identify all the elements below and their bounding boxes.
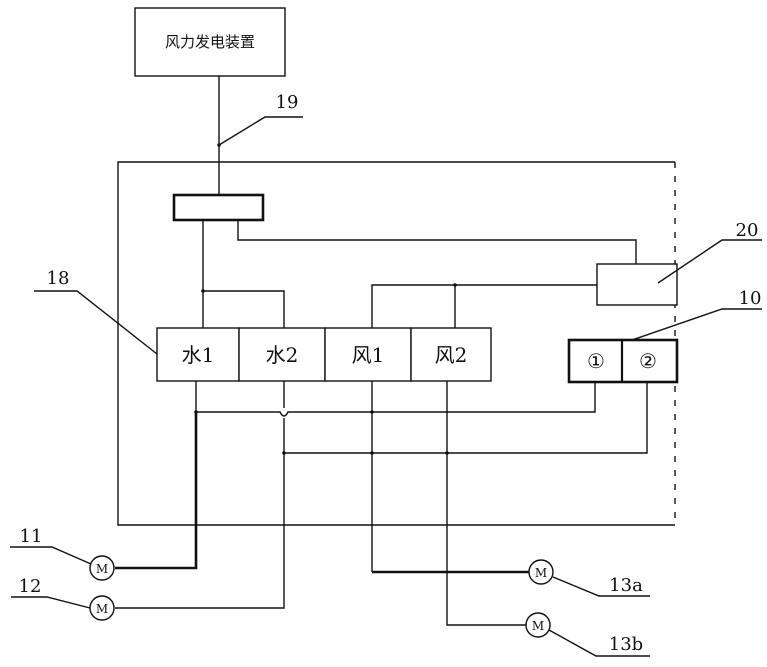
wind-2-output-line: [446, 381, 526, 626]
distribution-block: [172, 193, 265, 222]
motor-13b-symbol: M: [532, 619, 544, 633]
line-to-component-20: [237, 220, 637, 264]
callout-10-label: 10: [739, 288, 762, 309]
motor-13a-symbol: M: [535, 566, 547, 580]
component-20-box: [596, 263, 678, 306]
callout-11-label: 11: [20, 526, 43, 547]
callout-13b: 13b: [548, 629, 650, 657]
motor-13b: M: [525, 612, 551, 638]
callout-13a-label: 13a: [609, 575, 643, 596]
switch-wind-1: 风1: [324, 327, 412, 382]
controller-10: ① ②: [567, 338, 679, 384]
switch-water-1-label: 水1: [182, 343, 215, 367]
callout-13b-label: 13b: [609, 634, 643, 655]
junction-dot: [453, 283, 457, 287]
callout-19: 19: [218, 92, 303, 146]
water-split-line: [203, 290, 285, 328]
wind-power-generator-box: 风力发电装置: [134, 7, 286, 77]
callout-19-label: 19: [276, 92, 299, 113]
motor-13a: M: [528, 559, 554, 585]
controller-terminal-1: ①: [587, 349, 605, 373]
motor-12: M: [89, 595, 115, 621]
water-2-output-line: [115, 418, 285, 609]
callout-11: 11: [10, 526, 92, 565]
control-line-terminal-2: [284, 382, 648, 454]
control-cabinet-enclosure: [117, 161, 676, 526]
callout-18: 18: [34, 268, 158, 355]
switch-water-2: 水2: [238, 327, 326, 382]
control-line-terminal-1: [196, 382, 596, 417]
switch-wind-1-label: 风1: [352, 343, 385, 367]
wind-power-generator-label: 风力发电装置: [165, 33, 255, 51]
switch-wind-2: 风2: [410, 327, 492, 382]
callout-12-label: 12: [19, 576, 42, 597]
switch-water-1: 水1: [156, 327, 240, 382]
switch-wind-2-label: 风2: [435, 343, 468, 367]
controller-terminal-2: ②: [639, 349, 657, 373]
callout-18-label: 18: [47, 268, 70, 289]
motor-11: M: [89, 555, 115, 581]
motor-12-symbol: M: [96, 602, 108, 616]
wind-feed-line: [371, 284, 597, 328]
motor-11-symbol: M: [96, 562, 108, 576]
callout-20: 20: [657, 220, 762, 284]
callout-12: 12: [11, 576, 91, 609]
junction-dot: [201, 289, 205, 293]
water-1-output-line: [115, 412, 198, 570]
callout-13a: 13a: [552, 575, 650, 597]
switch-water-2-label: 水2: [266, 343, 299, 367]
callout-10: 10: [631, 288, 762, 341]
callout-20-label: 20: [736, 220, 759, 241]
